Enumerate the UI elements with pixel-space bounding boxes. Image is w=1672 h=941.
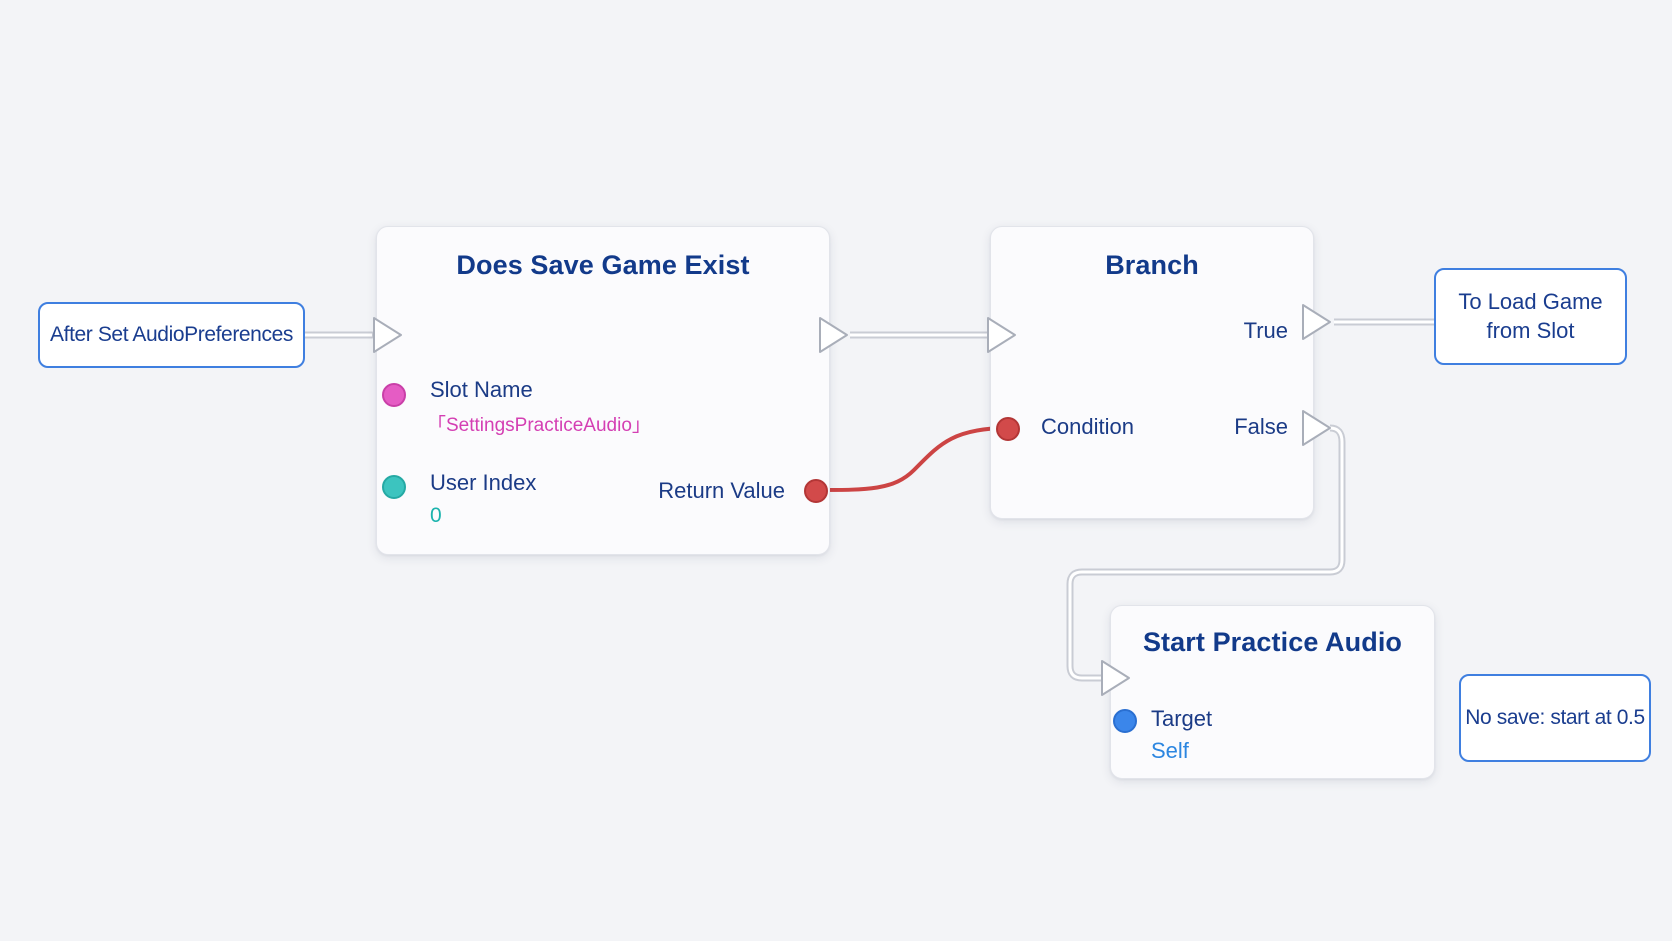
true-label: True bbox=[1243, 318, 1288, 343]
user-index-value[interactable]: 0 bbox=[430, 504, 442, 527]
tag-to-load-game-from-slot[interactable]: To Load Game from Slot bbox=[1434, 268, 1627, 365]
exec-in-pin-save-exists[interactable] bbox=[371, 315, 405, 355]
target-value[interactable]: Self bbox=[1151, 738, 1189, 763]
exec-in-pin-branch[interactable] bbox=[985, 315, 1019, 355]
user-index-label: User Index bbox=[430, 470, 537, 495]
tag-to-load-line-1: To Load Game bbox=[1458, 288, 1603, 314]
node-branch[interactable]: Branch Condition True False bbox=[990, 226, 1314, 519]
false-label: False bbox=[1234, 414, 1288, 439]
node-start-practice-audio[interactable]: Start Practice Audio Target Self bbox=[1110, 605, 1435, 779]
node-title: Branch bbox=[1105, 250, 1199, 280]
tag-no-save-label: No save: start at 0.5 bbox=[1465, 706, 1645, 730]
node-does-save-game-exist[interactable]: Does Save Game Exist Slot Name 「Settings… bbox=[376, 226, 830, 555]
tag-to-load-line-2: from Slot bbox=[1486, 317, 1575, 343]
bool-wire-return-to-condition[interactable] bbox=[816, 426, 1010, 492]
tag-after-set-audio-preferences[interactable]: After Set AudioPreferences bbox=[38, 302, 305, 368]
tag-no-save-start[interactable]: No save: start at 0.5 bbox=[1459, 674, 1651, 762]
exec-out-pin-false[interactable] bbox=[1300, 408, 1334, 448]
target-pin[interactable] bbox=[1113, 709, 1137, 733]
condition-pin[interactable] bbox=[996, 417, 1020, 441]
node-title: Does Save Game Exist bbox=[456, 250, 750, 280]
user-index-pin[interactable] bbox=[382, 475, 406, 499]
node-title: Start Practice Audio bbox=[1142, 627, 1403, 657]
return-value-pin[interactable] bbox=[804, 479, 828, 503]
slot-name-value[interactable]: 「SettingsPracticeAudio」 bbox=[427, 415, 651, 436]
condition-label: Condition bbox=[1041, 414, 1134, 439]
tag-after-set-label: After Set AudioPreferences bbox=[50, 323, 293, 347]
target-label: Target bbox=[1151, 706, 1213, 731]
exec-in-pin-start-audio[interactable] bbox=[1099, 658, 1133, 698]
slot-name-label: Slot Name bbox=[430, 377, 533, 402]
exec-out-pin-save-exists[interactable] bbox=[817, 315, 851, 355]
slot-name-pin[interactable] bbox=[382, 383, 406, 407]
exec-out-pin-true[interactable] bbox=[1300, 302, 1334, 342]
return-value-label: Return Value bbox=[658, 478, 785, 503]
